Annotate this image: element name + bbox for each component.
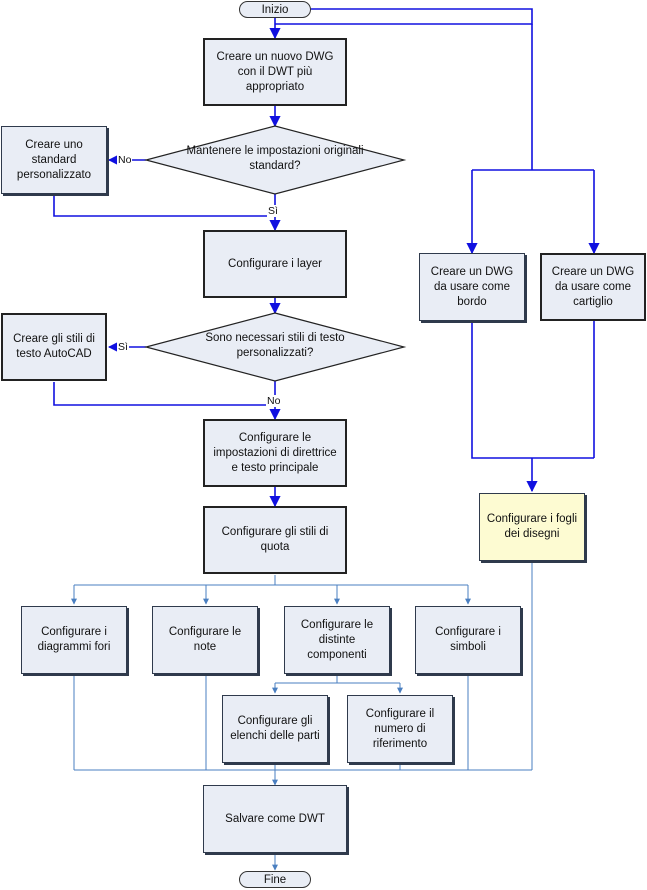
step-bom: Configurare le distinte componenti <box>284 606 390 674</box>
step-sheets: Configurare i fogli dei disegni <box>479 493 585 561</box>
decision-keep-standard <box>143 125 407 195</box>
step-border: Creare un DWG da usare come bordo <box>419 253 525 321</box>
secondary-flow-lines <box>71 562 533 871</box>
step-save-dwt: Salvare come DWT <box>203 785 347 853</box>
branch-label-yes-1: Sì <box>267 205 279 217</box>
step-new-dwg: Creare un nuovo DWG con il DWT più appro… <box>203 38 347 106</box>
decision-keep-standard-text: Mantenere le impostazioni originali stan… <box>186 145 364 172</box>
decision-text-styles-text: Sono necessari stili di testo personaliz… <box>205 332 345 359</box>
decision-text-styles <box>143 312 407 382</box>
end-terminal: Fine <box>239 871 311 888</box>
step-hole-charts: Configurare i diagrammi fori <box>21 606 127 674</box>
step-notes: Configurare le note <box>152 606 258 674</box>
step-leader: Configurare le impostazioni di direttric… <box>203 419 347 487</box>
step-layers: Configurare i layer <box>203 230 347 298</box>
branch-label-no-2: No <box>266 395 282 407</box>
step-balloons: Configurare il numero di riferimento <box>347 695 453 763</box>
step-parts-lists: Configurare gli elenchi delle parti <box>222 695 328 763</box>
step-dim-styles: Configurare gli stili di quota <box>203 506 347 574</box>
start-terminal: Inizio <box>239 1 311 18</box>
branch-label-no-1: No <box>117 154 133 166</box>
step-custom-standard: Creare uno standard personalizzato <box>1 126 107 194</box>
step-title-block: Creare un DWG da usare come cartiglio <box>540 253 646 321</box>
step-text-styles: Creare gli stili di testo AutoCAD <box>1 313 107 381</box>
step-symbols: Configurare i simboli <box>415 606 521 674</box>
branch-label-yes-2: Sì <box>117 341 129 353</box>
